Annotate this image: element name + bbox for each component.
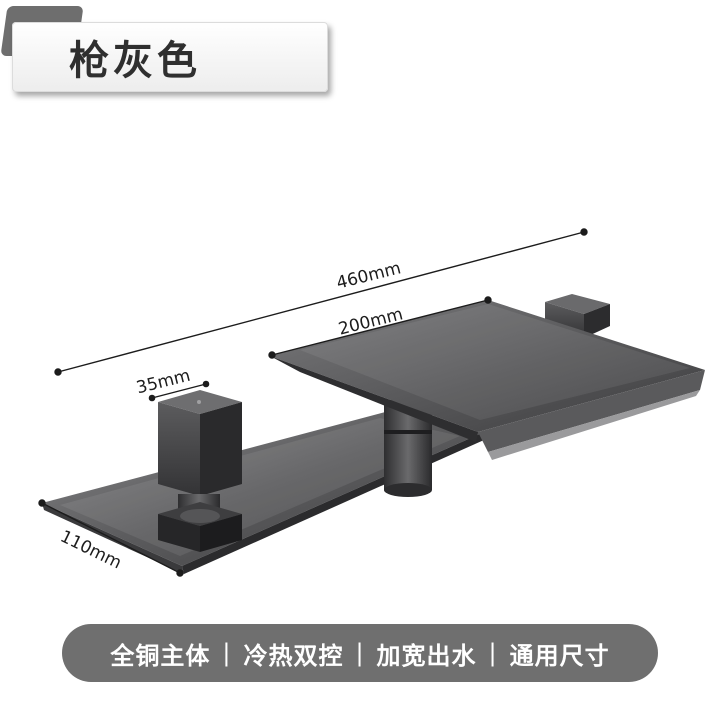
dimension-lines [38, 228, 588, 577]
feature-separator: | [488, 639, 498, 667]
feature-item: 冷热双控 [243, 641, 344, 670]
left-handle [158, 390, 242, 552]
badge-title: 枪灰色 [69, 38, 201, 84]
waterfall-spout [270, 300, 705, 460]
color-badge: 枪灰色 [0, 0, 340, 100]
feature-separator: | [222, 639, 232, 667]
badge-card: 枪灰色 [12, 22, 328, 92]
feature-bar: 全铜主体 | 冷热双控 | 加宽出水 | 通用尺寸 [62, 624, 658, 682]
feature-item: 全铜主体 [110, 641, 211, 670]
feature-separator: | [355, 639, 365, 667]
feature-item: 加宽出水 [376, 641, 477, 670]
feature-item: 通用尺寸 [509, 641, 610, 670]
